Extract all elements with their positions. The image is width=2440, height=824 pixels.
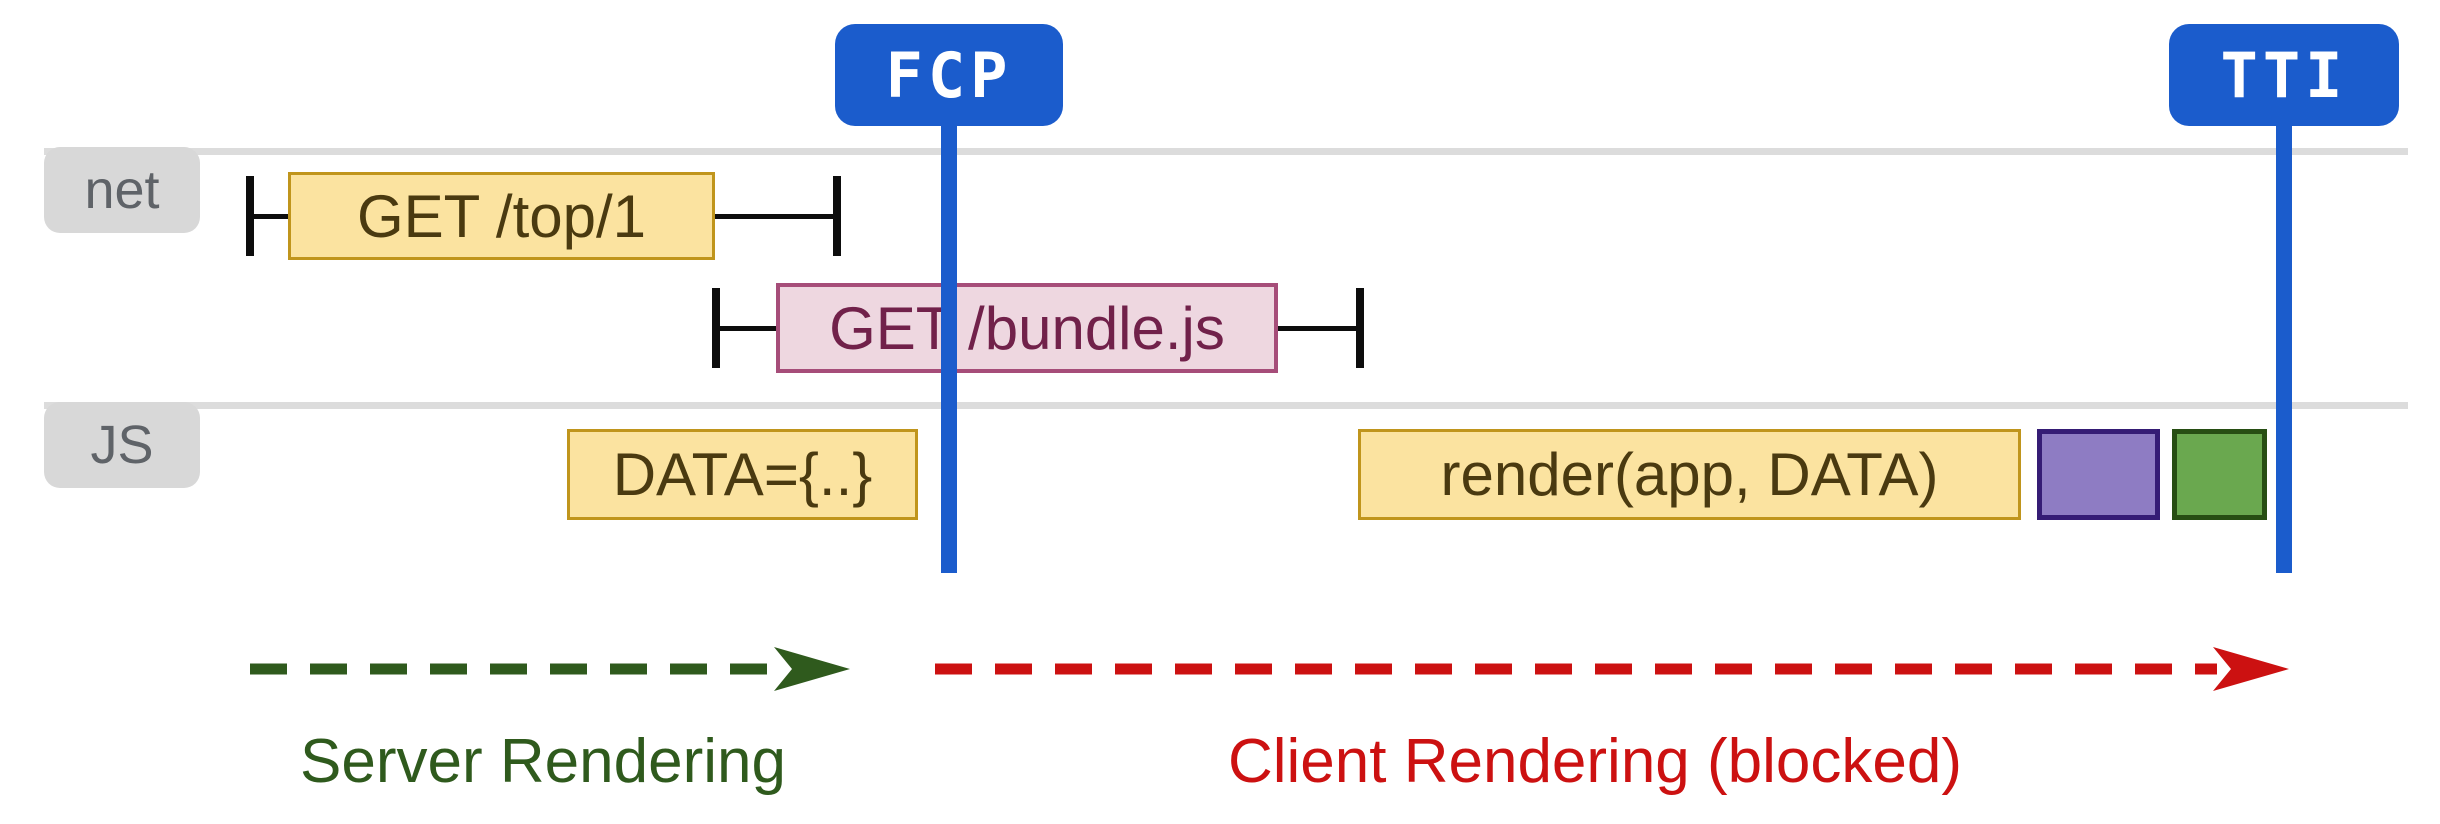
net-lane-label: net <box>44 147 200 233</box>
server-rendering-arrow <box>250 647 850 691</box>
client-rendering-label: Client Rendering (blocked) <box>1227 726 1963 796</box>
get-top-end-tick <box>833 176 841 256</box>
js-lane-line <box>44 402 2408 409</box>
render-task-box: render(app, DATA) <box>1358 429 2021 520</box>
get-top-end-connector <box>715 214 833 219</box>
purple-task-box <box>2037 429 2160 520</box>
get-bundle-end-connector <box>1278 326 1356 331</box>
data-task-box: DATA={..} <box>567 429 918 520</box>
fcp-marker-line <box>941 118 957 573</box>
tti-badge: TTI <box>2169 24 2399 126</box>
green-task-box <box>2172 429 2267 520</box>
get-bundle-start-connector <box>720 326 776 331</box>
server-arrowhead-icon <box>774 647 850 691</box>
get-bundle-start-tick <box>712 288 720 368</box>
server-rendering-label: Server Rendering <box>300 726 786 796</box>
fcp-badge: FCP <box>835 24 1063 126</box>
get-top-request-box: GET /top/1 <box>288 172 715 260</box>
net-lane-line <box>44 148 2408 155</box>
get-top-start-tick <box>246 176 254 256</box>
get-bundle-end-tick <box>1356 288 1364 368</box>
get-bundle-request-box: GET /bundle.js <box>776 283 1278 373</box>
client-rendering-arrow <box>935 647 2289 691</box>
get-top-start-connector <box>254 214 288 219</box>
tti-marker-line <box>2276 118 2292 573</box>
client-arrowhead-icon <box>2213 647 2289 691</box>
js-lane-label: JS <box>44 402 200 488</box>
